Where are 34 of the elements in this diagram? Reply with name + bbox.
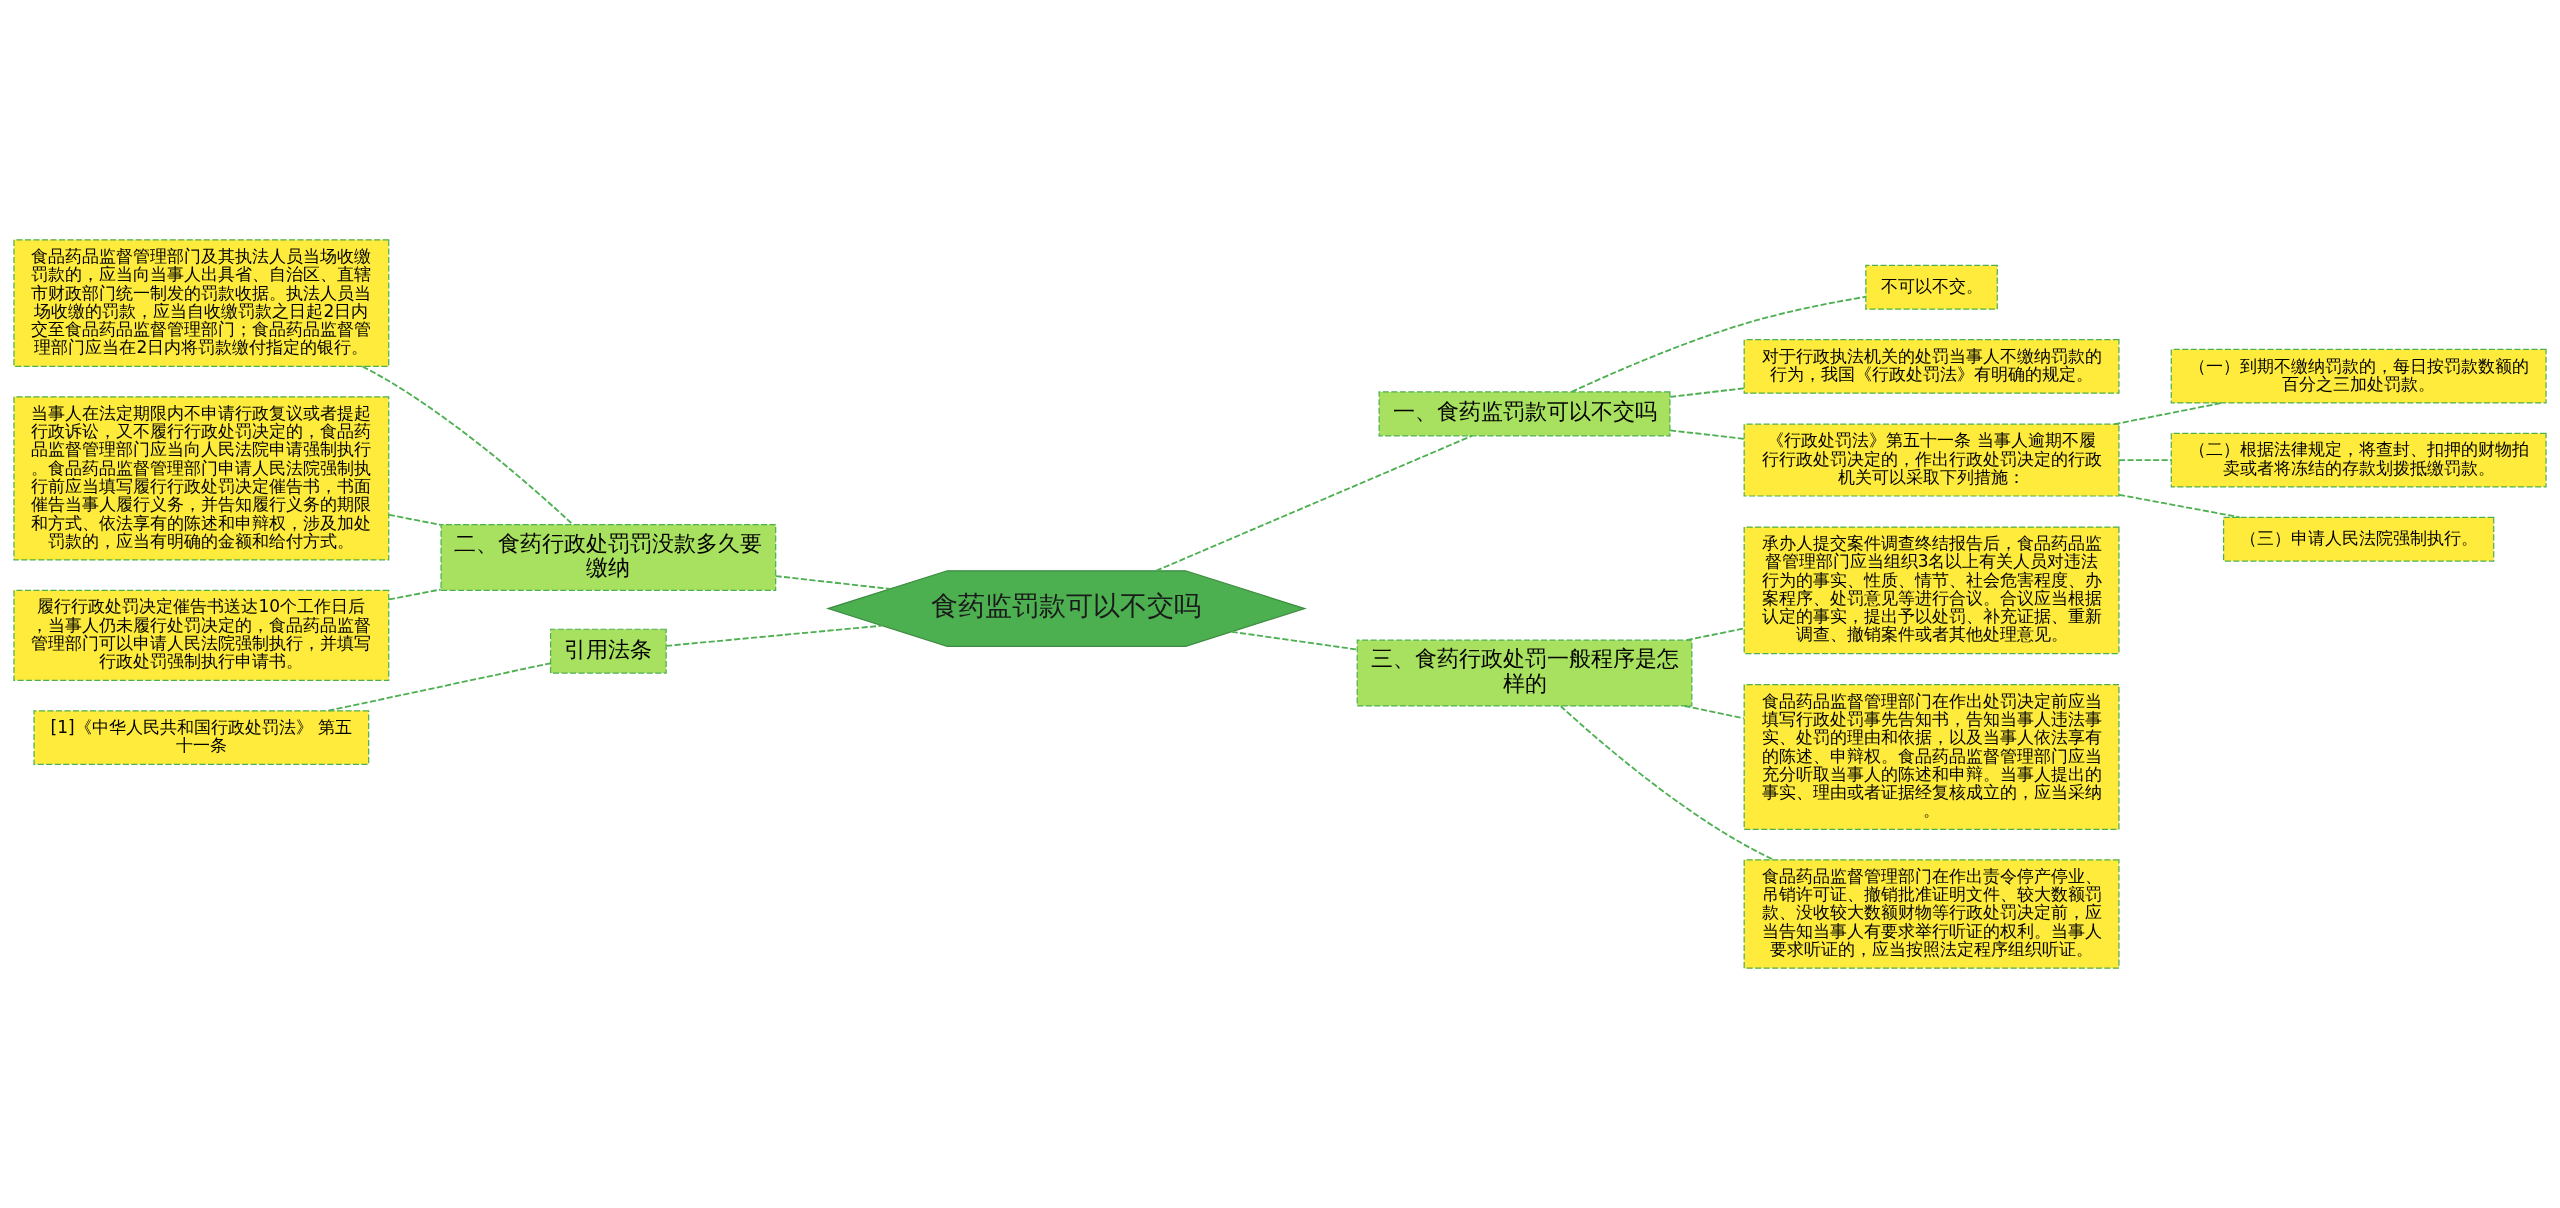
connector bbox=[1559, 705, 1775, 861]
connector bbox=[774, 575, 891, 590]
node-box: 引用法条 bbox=[549, 628, 667, 674]
connector bbox=[1685, 627, 1746, 642]
node-box: （二）根据法律规定，将查封、扣押的财物拍卖或者将冻结的存款划拨抵缴罚款。 bbox=[2170, 432, 2547, 488]
connector bbox=[2113, 402, 2223, 426]
connector bbox=[361, 365, 574, 526]
connector bbox=[665, 624, 883, 647]
node-box: （一）到期不缴纳罚款的，每日按罚款数额的百分之三加处罚款。 bbox=[2170, 348, 2547, 404]
connector bbox=[1669, 429, 1745, 440]
connector bbox=[1669, 387, 1745, 398]
node-box: 承办人提交案件调查终结报告后，食品药品监督管理部门应当组织3名以上有关人员对违法行为的事实、性质、情节、社会危害程度、办案程序、处罚意见等进行合议。合议应当根据认定的事实，提出予以处罚、补充证据、重新调查、撤销案件或者其他处理意见。 bbox=[1743, 526, 2120, 655]
node-box: 一、食药监罚款可以不交吗 bbox=[1378, 391, 1671, 437]
node-box: [1]《中华人民共和国行政处罚法》 第五十一条 bbox=[33, 710, 370, 765]
connector bbox=[1155, 434, 1473, 572]
node-box: 对于行政执法机关的处罚当事人不缴纳罚款的行为，我国《行政处罚法》有明确的规定。 bbox=[1743, 339, 2120, 394]
node-box: 不可以不交。 bbox=[1865, 264, 1998, 310]
connector bbox=[2118, 493, 2241, 519]
connector bbox=[387, 513, 442, 526]
connector bbox=[1683, 705, 1745, 720]
connector bbox=[387, 588, 442, 601]
node-box: 履行行政处罚决定催告书送达10个工作日后，当事人仍未履行处罚决定的，食品药品监督管理部门可以申请人民法院强制执行，并填写行政处罚强制执行申请书。 bbox=[13, 589, 390, 681]
connector bbox=[327, 662, 552, 712]
node-box: 食品药品监督管理部门及其执法人员当场收缴罚款的，应当向当事人出具省、自治区、直辖市财政部门统一制发的罚款收据。执法人员当场收缴的罚款，应当自收缴罚款之日起2日内交至食品药品监督管理部门；食品药品监督管理部门应当在2日内将罚款缴付指定的银行。 bbox=[13, 239, 390, 368]
connector bbox=[1570, 295, 1867, 393]
node-box: 三、食药行政处罚一般程序是怎样的 bbox=[1356, 639, 1693, 707]
connector bbox=[2118, 459, 2172, 462]
node-box: 食品药品监督管理部门在作出处罚决定前应当填写行政处罚事先告知书，告知当事人违法事实、处罚的理由和依据，以及当事人依法享有的陈述、申辩权。食品药品监督管理部门应当充分听取当事人的陈述和申辩。当事人提出的事实、理由或者证据经复核成立的，应当采纳。 bbox=[1743, 684, 2120, 831]
node-box: （三）申请人民法院强制执行。 bbox=[2223, 516, 2495, 562]
node-box: 当事人在法定期限内不申请行政复议或者提起行政诉讼，又不履行行政处罚决定的，食品药品监督管理部门应当向人民法院申请强制执行。食品药品监督管理部门申请人民法院强制执行前应当填写履行行政处罚决定催告书，书面催告当事人履行义务，并告知履行义务的期限和方式、依法享有的陈述和申辩权，涉及加处罚款的，应当有明确的金额和给付方式。 bbox=[13, 396, 390, 561]
connector bbox=[1230, 630, 1358, 651]
node-box: 食品药品监督管理部门在作出责令停产停业、吊销许可证、撤销批准证明文件、较大数额罚款、没收较大数额财物等行政处罚决定前，应当告知当事人有要求举行听证的权利。当事人要求听证的，应当按照法定程序组织听证。 bbox=[1743, 859, 2120, 969]
node-box: 二、食药行政处罚罚没款多久要缴纳 bbox=[440, 524, 777, 591]
node-box: 《行政处罚法》第五十一条 当事人逾期不履行行政处罚决定的，作出行政处罚决定的行政机关可以采取下列措施： bbox=[1743, 423, 2120, 497]
